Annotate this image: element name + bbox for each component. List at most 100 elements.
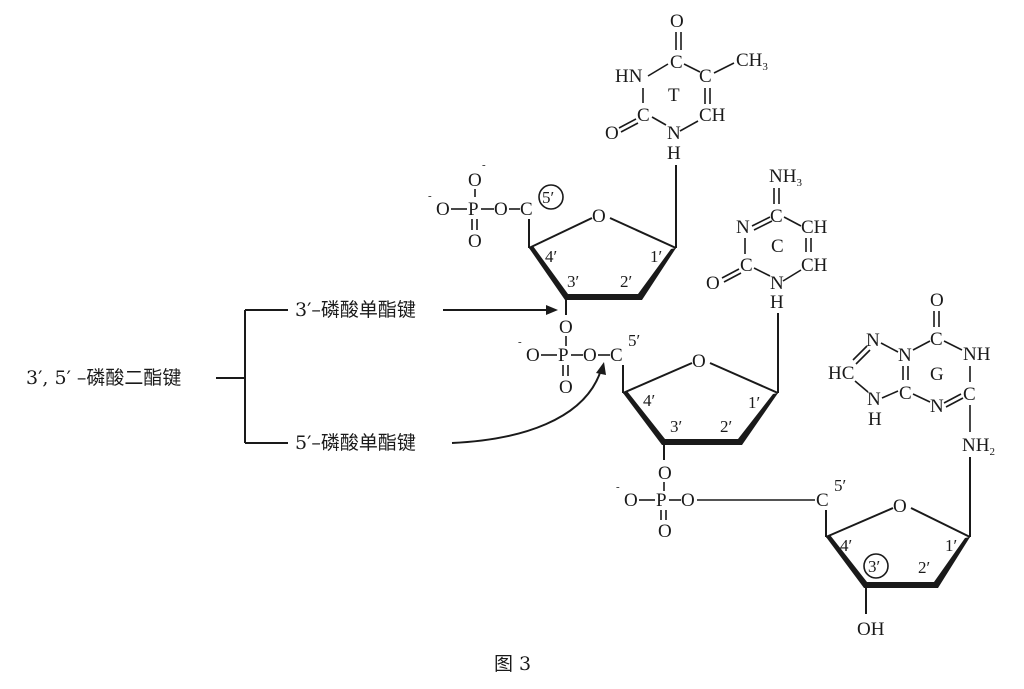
charge-minus: -: [518, 336, 522, 348]
carbon-1-label: 1′: [748, 393, 760, 412]
atom-ch: CH: [801, 255, 828, 276]
base-letter-g: G: [930, 364, 944, 385]
phosphate-o-minus: O: [526, 345, 540, 366]
atom-nh: NH: [963, 344, 991, 365]
nucleotide-2: O - O P O O C 5′ O 4′ 3′ 2′ 1′: [518, 313, 779, 460]
atom-c: C: [770, 206, 783, 227]
figure-caption: 图 3: [494, 653, 531, 675]
bond-line: [880, 342, 899, 353]
carbon-4-label: 4′: [840, 536, 852, 555]
charge-minus: -: [616, 481, 620, 493]
atom-n: N: [770, 273, 784, 294]
charge-minus: -: [482, 159, 486, 171]
phosphate-o-link: O: [681, 490, 695, 511]
atom-o: O: [930, 290, 944, 311]
ring-oxygen: O: [692, 351, 706, 372]
nucleotide-1: - O - O P O O C 5′ O 4′ 3′ 2′ 1′: [428, 159, 677, 315]
5-prime-monoester-label: 5′–磷酸单酯键: [295, 432, 416, 454]
phosphate-o-minus: O: [624, 490, 638, 511]
phosphorus: P: [468, 199, 479, 220]
phosphate-o-bottom: O: [658, 521, 672, 542]
phosphate-o-top: O: [658, 463, 672, 484]
atom-n: N: [667, 123, 681, 144]
amino-group: NH2: [962, 435, 995, 458]
atom-n: N: [866, 330, 880, 351]
phosphate-o-link: O: [583, 345, 597, 366]
ring-oxygen: O: [592, 206, 606, 227]
double-bond-line: [723, 272, 742, 283]
atom-c: C: [740, 255, 753, 276]
bond-line: [647, 63, 669, 77]
atom-h: H: [667, 143, 681, 164]
amino-group: NH3: [769, 166, 802, 189]
arrowhead-icon: [546, 305, 558, 315]
phosphate-o-minus: O: [436, 199, 450, 220]
methyl-group: CH3: [736, 50, 768, 73]
bond-line: [783, 216, 802, 227]
thymine-base: O C C CH3 HN C O N H CH T: [605, 11, 768, 164]
atom-c: C: [899, 383, 912, 404]
carbon-2-label: 2′: [620, 272, 632, 291]
arrowhead-icon: [596, 362, 606, 375]
atom-c: C: [637, 105, 650, 126]
atom-n: N: [736, 217, 750, 238]
carbon-2-label: 2′: [918, 558, 930, 577]
charge-minus: -: [428, 190, 432, 202]
bond-line: [910, 507, 971, 538]
bond-line: [943, 340, 963, 351]
bond-line: [651, 116, 667, 126]
phosphorus: P: [558, 345, 569, 366]
bond-line: [528, 217, 593, 249]
c5-label: 5′: [542, 188, 554, 207]
atom-hn: HN: [615, 66, 643, 87]
atom-ch: CH: [801, 217, 828, 238]
double-bond-line: [751, 216, 771, 227]
3-prime-monoester-label: 3′–磷酸单酯键: [295, 299, 416, 321]
atom-n: N: [898, 345, 912, 366]
bond-line: [912, 393, 931, 403]
phosphate-o-link: O: [494, 199, 508, 220]
phosphate-o-bottom: O: [468, 231, 482, 252]
phosphate-o-top: O: [559, 317, 573, 338]
atom-hc: HC: [828, 363, 854, 384]
bond-line: [753, 267, 771, 277]
c5-label: 5′: [834, 476, 846, 495]
double-bond-line: [943, 393, 962, 404]
carbon-1-label: 1′: [650, 247, 662, 266]
double-bond-line: [620, 122, 639, 133]
base-letter-t: T: [668, 85, 680, 106]
double-bond-line: [945, 397, 964, 408]
c5-highlight-circle: [538, 184, 564, 210]
bond-line: [782, 269, 802, 282]
phosphate-o-top: O: [468, 170, 482, 191]
guanine-base: O C NH N N HC N H C N C NH2 G: [828, 290, 995, 458]
terminal-hydroxyl: OH: [857, 619, 885, 640]
atom-h: H: [868, 409, 882, 430]
arrow-to-5-prime-bond: [451, 369, 602, 444]
bond-line: [825, 507, 894, 538]
ring-oxygen: O: [893, 496, 907, 517]
bond-line: [679, 120, 699, 132]
phosphodiester-bond-label: 3′, 5′ –磷酸二酯键: [26, 367, 181, 389]
double-bond-line: [753, 220, 773, 231]
bond-line: [709, 362, 779, 394]
bond-line: [881, 390, 899, 399]
carbon-3-label: 3′: [670, 417, 682, 436]
atom-c: C: [930, 329, 943, 350]
bond-line: [854, 380, 869, 393]
double-bond-line: [721, 268, 740, 279]
c5-atom: C: [816, 490, 829, 511]
carbon-3-label: 3′: [868, 557, 880, 576]
double-bond-line: [618, 118, 637, 129]
carbon-4-label: 4′: [545, 247, 557, 266]
atom-h: H: [770, 292, 784, 313]
atom-o: O: [670, 11, 684, 32]
bond-line: [912, 340, 931, 351]
double-bond-line: [852, 345, 868, 361]
atom-c: C: [670, 52, 683, 73]
atom-o: O: [706, 273, 720, 294]
carbon-1-label: 1′: [945, 536, 957, 555]
bond-line: [622, 362, 693, 394]
atom-o: O: [605, 123, 619, 144]
